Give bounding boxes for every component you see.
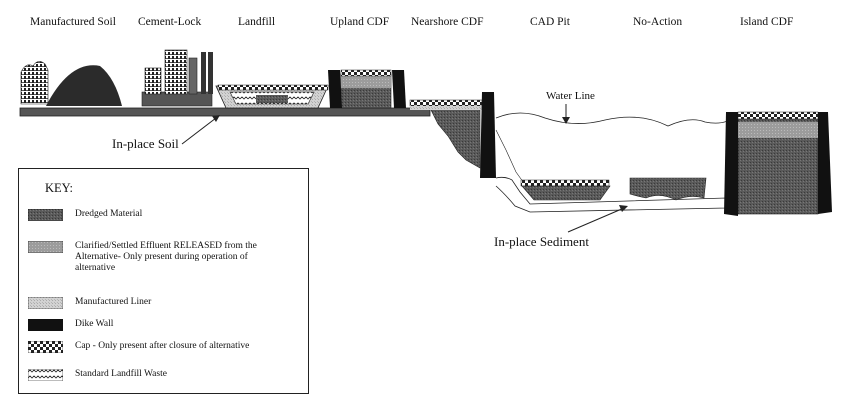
- cap-swatch: [28, 341, 63, 353]
- key-item-effluent: Clarified/Settled Effluent RELEASED from…: [28, 241, 285, 274]
- nearshore-cdf: [409, 92, 496, 178]
- key-item-liner: Manufactured Liner: [28, 297, 151, 309]
- column-title-upland-cdf: Upland CDF: [330, 16, 390, 28]
- key-item-dredged-material: Dredged Material: [28, 209, 142, 221]
- water-line-label: Water Line: [546, 90, 595, 102]
- column-title-island-cdf: Island CDF: [740, 16, 794, 28]
- key-item-dike-wall: Dike Wall: [28, 319, 113, 331]
- island-cdf: [724, 111, 832, 216]
- water-line-arrow: [562, 104, 570, 124]
- column-title-landfill: Landfill: [238, 16, 276, 28]
- liner-swatch: [28, 297, 63, 309]
- upland-ground: [19, 107, 431, 117]
- key-label: Cap - Only present after closure of alte…: [75, 341, 250, 351]
- key-label: Clarified/Settled Effluent RELEASED from…: [75, 241, 257, 273]
- key-label: Dike Wall: [75, 319, 114, 329]
- dredged-material-swatch: [28, 209, 63, 221]
- cement-lock-plant: [141, 49, 213, 107]
- key-label: Dredged Material: [75, 209, 143, 219]
- upland-cdf: [328, 69, 406, 109]
- effluent-swatch: [28, 241, 63, 253]
- column-title-nearshore-cdf: Nearshore CDF: [411, 16, 484, 28]
- tree-cluster: [20, 61, 49, 105]
- key-item-cap: Cap - Only present after closure of alte…: [28, 341, 249, 353]
- key-label: Manufactured Liner: [75, 297, 152, 307]
- column-title-no-action: No-Action: [633, 16, 683, 28]
- column-title-manufactured-soil: Manufactured Soil: [30, 16, 116, 28]
- no-action-sediment: [629, 177, 707, 201]
- landfill-waste-swatch: [28, 369, 63, 381]
- in-place-soil-label: In-place Soil: [112, 136, 179, 151]
- in-place-sediment-label: In-place Sediment: [494, 234, 589, 249]
- key-label: Standard Landfill Waste: [75, 369, 167, 379]
- water-line: [495, 112, 736, 127]
- shore-slope: [495, 129, 527, 187]
- cad-pit: [520, 179, 611, 201]
- legend-key: KEY: Dredged Material Clarified/Settled …: [18, 168, 309, 394]
- column-title-cad-pit: CAD Pit: [530, 16, 570, 28]
- column-title-cement-lock: Cement-Lock: [138, 16, 202, 28]
- dike-wall-swatch: [28, 319, 63, 331]
- key-title: KEY:: [45, 181, 74, 195]
- landfill-cell: [215, 84, 329, 109]
- key-item-landfill-waste: Standard Landfill Waste: [28, 369, 167, 381]
- soil-pile: [46, 65, 122, 106]
- in-place-soil-arrow: [181, 115, 220, 145]
- in-place-sediment-arrow: [567, 205, 628, 233]
